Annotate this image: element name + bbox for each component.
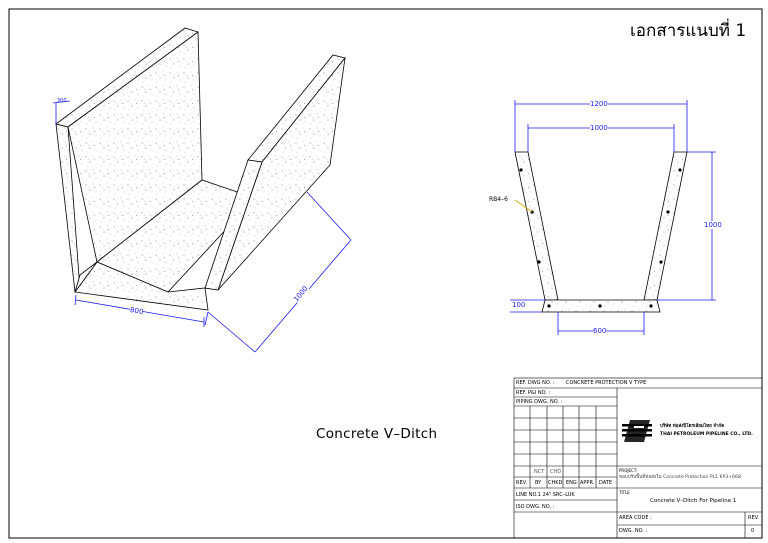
rebar-label: RB4–6: [489, 196, 508, 203]
tb-chkd-header: CHKD.: [548, 480, 564, 486]
iso-right-wall-face: [217, 56, 346, 291]
tb-ref-dwg: REF. DWG NO. :: [516, 380, 555, 386]
annex-label: เอกสารแนบที่ 1: [630, 21, 747, 41]
section-dim-top-inner: 1000: [590, 124, 608, 132]
section-dim-top-outer: 1200: [590, 100, 608, 108]
tb-ref-dwg-value: CONCRETE PROTECTION V TYPE: [566, 380, 647, 386]
tb-line-no: LINE NO.1 24" SRC–LUK: [516, 492, 575, 498]
drawing-title: Concrete V–Ditch: [316, 426, 438, 442]
tb-rev-by-value: NCT: [534, 469, 545, 475]
company-logo: [622, 420, 652, 442]
tb-eng-header: ENG: [566, 480, 577, 486]
tb-area-code: AREA CODE :: [619, 515, 652, 521]
tb-date-header: DATE: [599, 480, 613, 486]
section-dim-slab: 100: [512, 301, 526, 309]
tb-rev-chkd-value: CHD: [550, 469, 562, 475]
section-left-wall: [514, 151, 559, 301]
section-view: [514, 151, 688, 313]
tb-rev-header: REV.: [516, 480, 527, 486]
iso-view: [55, 27, 346, 311]
tb-rev-value: 0: [751, 528, 755, 534]
tb-title-value: Concrete V–Ditch For Pipeline 1: [650, 498, 737, 504]
section-dim-base: 600: [593, 327, 607, 335]
tb-dwg-no: DWG. NO. :: [619, 528, 648, 534]
sheet-border: [8, 8, 763, 539]
tb-title-label: TITLE: [619, 490, 630, 495]
tb-appr-header: APPR.: [580, 480, 595, 486]
section-dim-height: 1000: [704, 221, 722, 229]
tb-by-header: BY: [535, 480, 542, 486]
tb-rev-label: REV.: [748, 515, 759, 521]
tb-project-value: ขอบปรับพื้นที่ท่อส่งใน Concrete Protecti…: [619, 475, 741, 480]
tb-project-label: PROJECT:: [619, 468, 638, 473]
tb-ref-pid: REF. P&I NO. :: [516, 390, 551, 396]
tb-company-en: THAI PETROLEUM PIPELINE CO., LTD.: [660, 432, 753, 437]
section-right-wall: [643, 151, 688, 301]
iso-dim-top: 300: [57, 98, 67, 104]
rebar-dots: [519, 168, 682, 308]
tb-piping-dwg: PIPING DWG. NO. :: [516, 399, 563, 405]
rebar-leader: [514, 199, 533, 213]
tb-iso-dwg: ISO DWG. NO. :: [516, 504, 555, 510]
title-block-lines: [513, 377, 763, 539]
tb-company-th: บริษัท ท่อส่งปิโตรเลียมไทย จำกัด: [660, 424, 725, 429]
